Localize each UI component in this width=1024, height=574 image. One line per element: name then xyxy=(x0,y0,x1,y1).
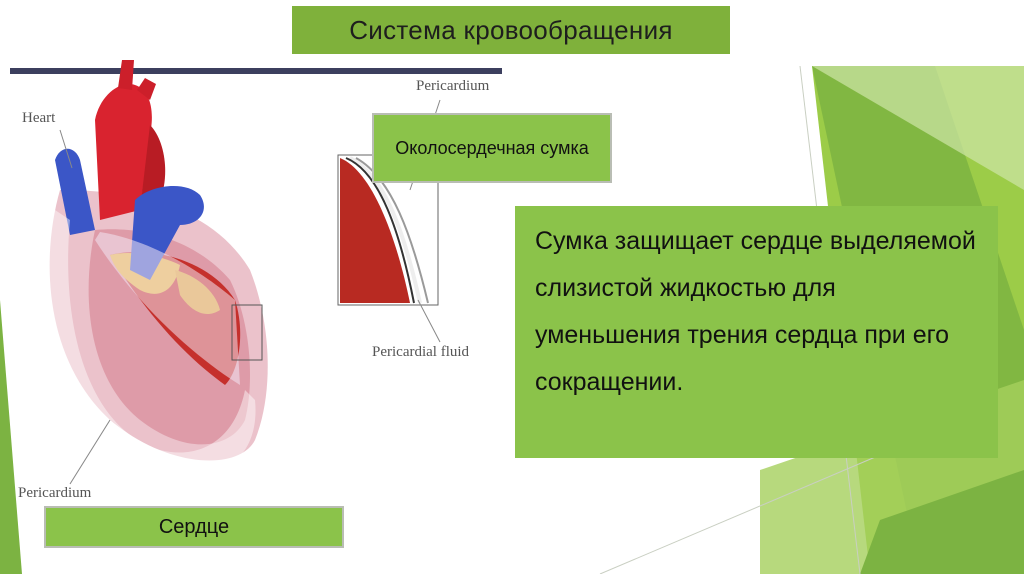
leader-line xyxy=(70,420,110,484)
label-heart: Heart xyxy=(22,110,55,127)
heart-caption: Сердце xyxy=(44,506,344,548)
label-pericardium-top: Pericardium xyxy=(416,78,489,95)
label-pericardium-bottom: Pericardium xyxy=(18,485,91,502)
pericardium-callout: Околосердечная сумка xyxy=(372,113,612,183)
label-pericardial-fluid: Pericardial fluid xyxy=(372,344,469,361)
description-text: Сумка защищает сердце выделяемой слизист… xyxy=(515,206,998,458)
bg-left-strip xyxy=(0,300,22,574)
slide-title: Система кровообращения xyxy=(292,6,730,54)
leader-line xyxy=(418,300,440,342)
heart-illustration xyxy=(39,60,268,474)
figure-top-bar xyxy=(10,68,502,74)
